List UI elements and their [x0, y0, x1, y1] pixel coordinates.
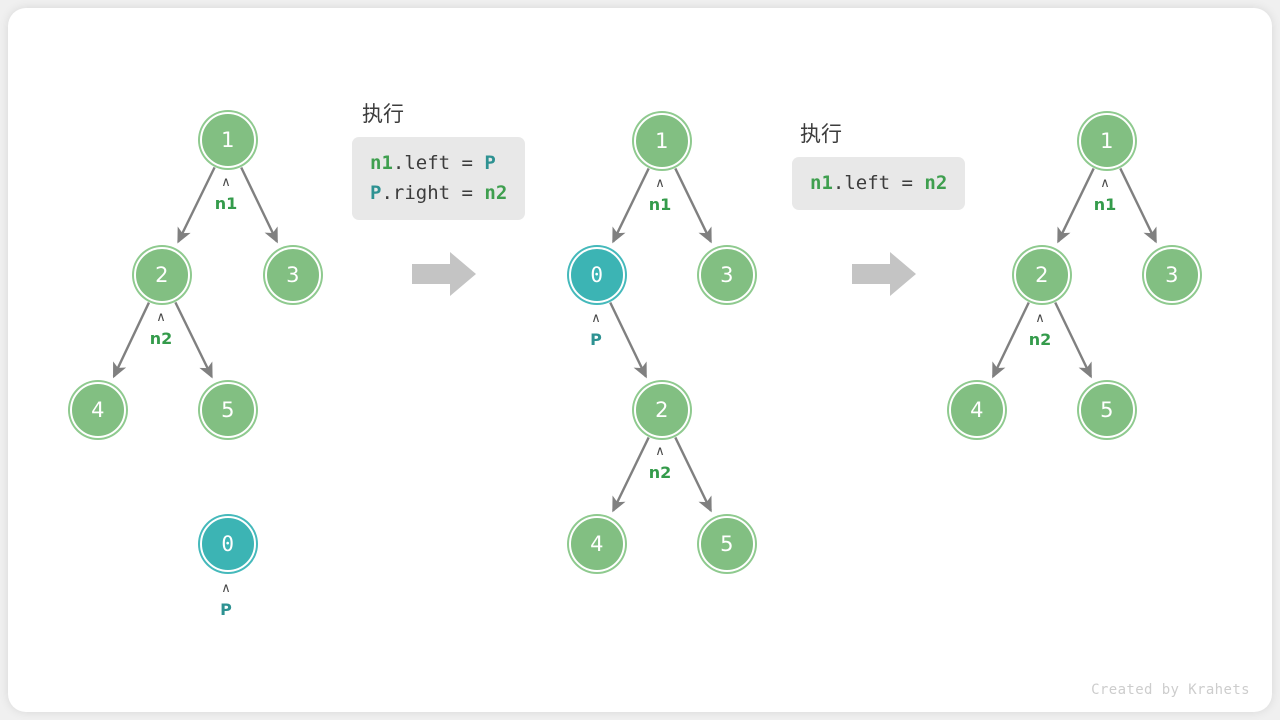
code-token: P: [484, 152, 496, 174]
caret-up-icon: ∧: [1100, 176, 1110, 191]
pointer-label-n1: ∧ n1: [196, 175, 256, 214]
code-token: =: [461, 182, 485, 204]
tree-node-value: 3: [720, 262, 734, 287]
tree-node-value: 2: [155, 262, 169, 287]
code-line: n1.left = P: [370, 148, 507, 178]
tree-node-value: 0: [221, 531, 235, 556]
code-token: .left: [392, 152, 462, 174]
tree-node-value: 5: [1100, 397, 1114, 422]
pointer-name: n1: [1093, 195, 1117, 214]
code-token: n1: [370, 152, 393, 174]
code-block: n1.left = n2: [792, 157, 966, 210]
tree-node-2: 2: [1014, 247, 1070, 303]
caret-up-icon: ∧: [156, 310, 166, 325]
step-caption: 执行: [800, 122, 842, 146]
tree-node-value: 1: [655, 128, 669, 153]
tree-node-value: 3: [1165, 262, 1179, 287]
pointer-name: n1: [648, 195, 672, 214]
code-token: n2: [924, 172, 948, 194]
tree-node-3: 3: [699, 247, 755, 303]
code-token: n2: [484, 182, 508, 204]
pointer-name: n1: [214, 194, 238, 213]
code-token: P: [370, 182, 382, 204]
tree-node-4: 4: [70, 382, 126, 438]
pointer-label-p: ∧P: [566, 311, 626, 350]
caret-up-icon: ∧: [221, 581, 231, 596]
pointer-label-n2: ∧ n2: [630, 444, 690, 483]
pointer-label-n1: ∧ n1: [630, 176, 690, 215]
pointer-name: P: [590, 330, 602, 349]
code-token: =: [461, 152, 485, 174]
tree-node-value: 5: [720, 531, 734, 556]
tree-node-value: 3: [286, 262, 300, 287]
tree-node-0: 0: [200, 516, 256, 572]
code-line: P.right = n2: [370, 178, 507, 208]
tree-node-value: 0: [590, 262, 604, 287]
pointer-name: P: [220, 600, 232, 619]
tree-node-value: 1: [221, 127, 235, 152]
tree-node-1: 1: [200, 112, 256, 168]
tree-node-value: 1: [1100, 128, 1114, 153]
tree-node-4: 4: [949, 382, 1005, 438]
tree-node-value: 5: [221, 397, 235, 422]
tree-node-value: 2: [1035, 262, 1049, 287]
tree-node-0: 0: [569, 247, 625, 303]
caret-up-icon: ∧: [655, 444, 665, 459]
pointer-label-n1: ∧ n1: [1075, 176, 1135, 215]
tree-node-value: 2: [655, 397, 669, 422]
watermark: Created by Krahets: [1091, 682, 1250, 698]
tree-node-3: 3: [1144, 247, 1200, 303]
tree-node-1: 1: [1079, 113, 1135, 169]
code-token: =: [901, 172, 925, 194]
pointer-name: n2: [1028, 330, 1052, 349]
caret-up-icon: ∧: [591, 311, 601, 326]
tree-node-5: 5: [1079, 382, 1135, 438]
caret-up-icon: ∧: [655, 176, 665, 191]
pointer-label-p: ∧P: [196, 581, 256, 620]
tree-node-5: 5: [200, 382, 256, 438]
caret-up-icon: ∧: [221, 175, 231, 190]
tree-node-3: 3: [265, 247, 321, 303]
tree-node-1: 1: [634, 113, 690, 169]
tree-node-2: 2: [634, 382, 690, 438]
tree-node-2: 2: [134, 247, 190, 303]
tree-node-value: 4: [970, 397, 984, 422]
caret-up-icon: ∧: [1035, 311, 1045, 326]
code-line: n1.left = n2: [810, 168, 947, 198]
pointer-label-n2: ∧ n2: [1010, 311, 1070, 350]
tree-node-4: 4: [569, 516, 625, 572]
tree-node-value: 4: [91, 397, 105, 422]
step-caption: 执行: [362, 102, 404, 126]
code-token: .right: [381, 182, 462, 204]
code-token: n1: [810, 172, 833, 194]
pointer-label-n2: ∧ n2: [131, 310, 191, 349]
pointer-name: n2: [149, 329, 173, 348]
tree-node-value: 4: [590, 531, 604, 556]
code-token: .left: [832, 172, 902, 194]
pointer-name: n2: [648, 463, 672, 482]
tree-node-5: 5: [699, 516, 755, 572]
